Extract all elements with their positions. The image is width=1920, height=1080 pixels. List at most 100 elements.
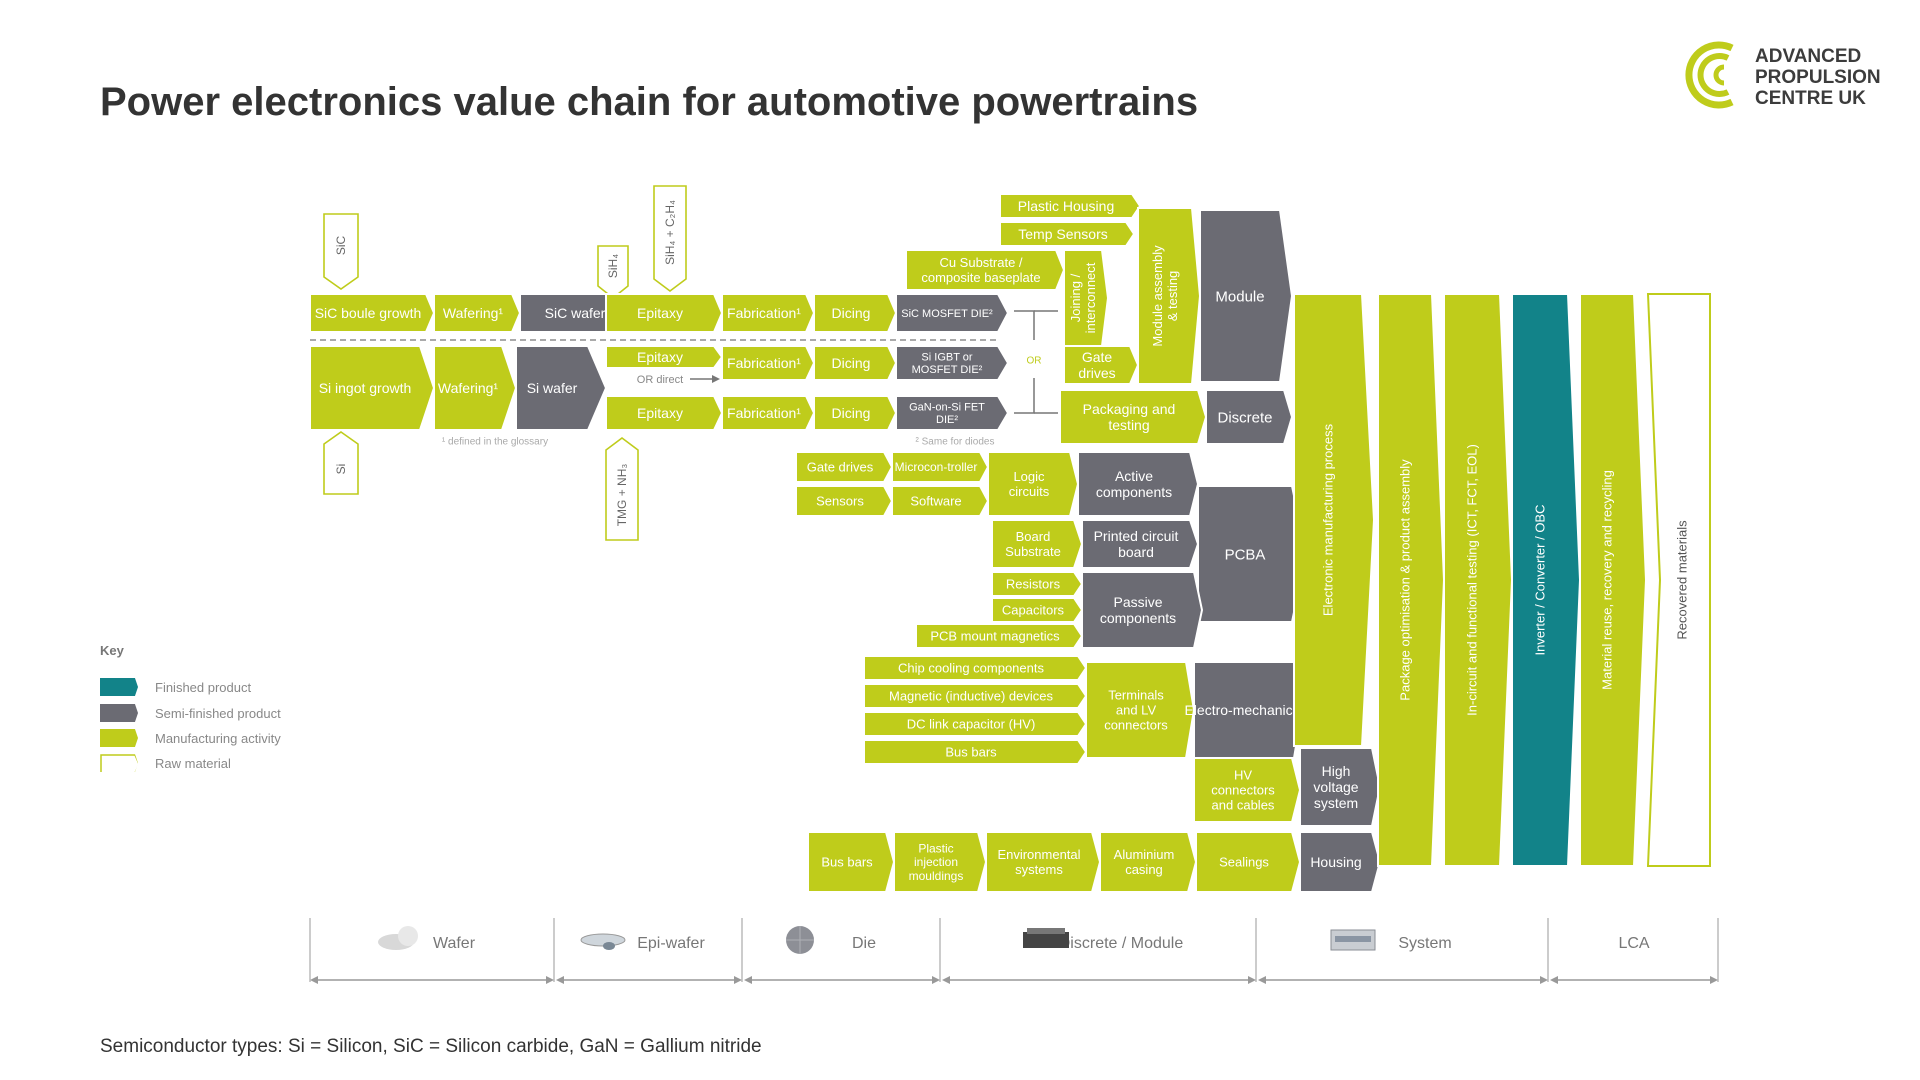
epitaxy-sic: Epitaxy [605, 293, 724, 333]
sensors-label: Sensors [816, 494, 864, 509]
logo-line-1: ADVANCED [1755, 46, 1862, 67]
board-substrate-shape [991, 519, 1084, 569]
stage-arrowhead-left [310, 976, 318, 984]
dicing-sic-shape [813, 293, 898, 333]
cu-substrate-shape [905, 249, 1066, 291]
raw-tmg-nh3-shape [605, 437, 639, 541]
module-assembly: Module assembly& testing [1137, 207, 1202, 385]
software: Software [891, 485, 990, 517]
si-wafering-shape [433, 345, 518, 431]
stage-arrowhead-right [932, 976, 940, 984]
epitaxy-si: Epitaxy [605, 345, 724, 369]
epitaxy-gan-shape [605, 395, 724, 431]
semi-swatch [100, 704, 138, 722]
aluminium-casing-shape [1099, 831, 1198, 893]
die-gan-shape [895, 395, 1010, 431]
fabrication-si-label: Fabrication¹ [727, 355, 801, 371]
microcontroller-shape [891, 451, 990, 483]
stage-system: System [1258, 918, 1549, 984]
discrete: Discrete [1205, 389, 1294, 445]
note-glossary-label: ¹ defined in the glossary [442, 437, 548, 448]
note-diodes-label: ² Same for diodes [916, 437, 995, 448]
inverter-converter-obc-shape [1511, 293, 1582, 867]
key-semi-label: Semi-finished product [155, 706, 281, 721]
resistors-shape [991, 571, 1084, 597]
stage-label: Wafer [433, 935, 476, 952]
housing-shape [1299, 831, 1382, 893]
fabrication-si-shape [721, 345, 816, 381]
pcba-gate-drives-shape [795, 451, 894, 483]
plastic-housing: Plastic Housing [999, 193, 1142, 219]
in-circuit-testing: In-circuit and functional testing (ICT, … [1443, 293, 1514, 867]
page-title: Power electronics value chain for automo… [100, 80, 1199, 124]
epitaxy-si-label: Epitaxy [637, 349, 683, 365]
chip-cooling-shape [863, 655, 1088, 681]
material-reuse-recycling-label: Material reuse, recovery and recycling [1600, 470, 1615, 690]
module: Module [1199, 209, 1294, 383]
temp-sensors: Temp Sensors [999, 221, 1136, 247]
module-shape [1199, 209, 1294, 383]
dc-link-capacitor: DC link capacitor (HV) [863, 711, 1088, 737]
fabrication-gan-shape [721, 395, 816, 431]
stage-arrowhead-left [942, 976, 950, 984]
sic-wafer-label: SiC wafer [545, 305, 606, 321]
plastic-mouldings-shape [893, 831, 988, 893]
dicing-sic: Dicing [813, 293, 898, 333]
sic-wafering-shape [433, 293, 522, 333]
stage-discrete-module: Discrete / Module [942, 918, 1257, 984]
sic-wafering: Wafering¹ [433, 293, 522, 333]
sic-boule-growth-label: SiC boule growth [315, 305, 422, 321]
dicing-si-shape [813, 345, 898, 381]
si-wafer: Si wafer [515, 345, 608, 431]
plastic-housing-shape [999, 193, 1142, 219]
emech-bus-bars-shape [863, 739, 1088, 765]
fabrication-sic: Fabrication¹ [721, 293, 816, 333]
or-direct: OR direct [637, 374, 683, 386]
dc-link-capacitor-shape [863, 711, 1088, 737]
logo-wordmark: ADVANCED PROPULSION CENTRE UK [1755, 46, 1881, 109]
logo-line-3: CENTRE UK [1755, 88, 1866, 109]
raw-sih4: SiH₄ [597, 245, 629, 300]
die-icon [786, 926, 814, 954]
raw-sic-shape [323, 213, 359, 290]
material-reuse-recycling: Material reuse, recovery and recycling [1579, 293, 1648, 867]
housing-bus-bars: Bus bars [807, 831, 896, 893]
electro-mechanical: Electro-mechanical [1184, 661, 1304, 759]
epitaxy-si-shape [605, 345, 724, 369]
emech-bus-bars: Bus bars [863, 739, 1088, 765]
packaging-testing-shape [1059, 389, 1208, 445]
sealings-label: Sealings [1219, 855, 1269, 870]
material-reuse-recycling-shape [1579, 293, 1648, 867]
epitaxy-sic-shape [605, 293, 724, 333]
stage-label: Epi-wafer [637, 935, 705, 952]
stage-label: LCA [1618, 935, 1649, 952]
housing-label: Housing [1310, 854, 1361, 870]
emech-bus-bars-label: Bus bars [945, 745, 997, 760]
hv-connectors-shape [1193, 757, 1302, 823]
raw-tmg-nh3-label: TMG + NH₃ [615, 464, 629, 527]
inverter-converter-obc: Inverter / Converter / OBC [1511, 293, 1582, 867]
active-components-shape [1077, 451, 1200, 517]
temp-sensors-label: Temp Sensors [1018, 226, 1107, 242]
inverter-converter-obc-label: Inverter / Converter / OBC [1533, 505, 1548, 656]
raw-swatch [100, 754, 138, 772]
system-icon [1330, 929, 1376, 951]
or-label: OR [1027, 356, 1042, 367]
capacitors-shape [991, 597, 1084, 623]
stage-arrowhead-right [546, 976, 554, 984]
stage-arrowhead-right [1710, 976, 1718, 984]
plastic-housing-label: Plastic Housing [1018, 198, 1115, 214]
